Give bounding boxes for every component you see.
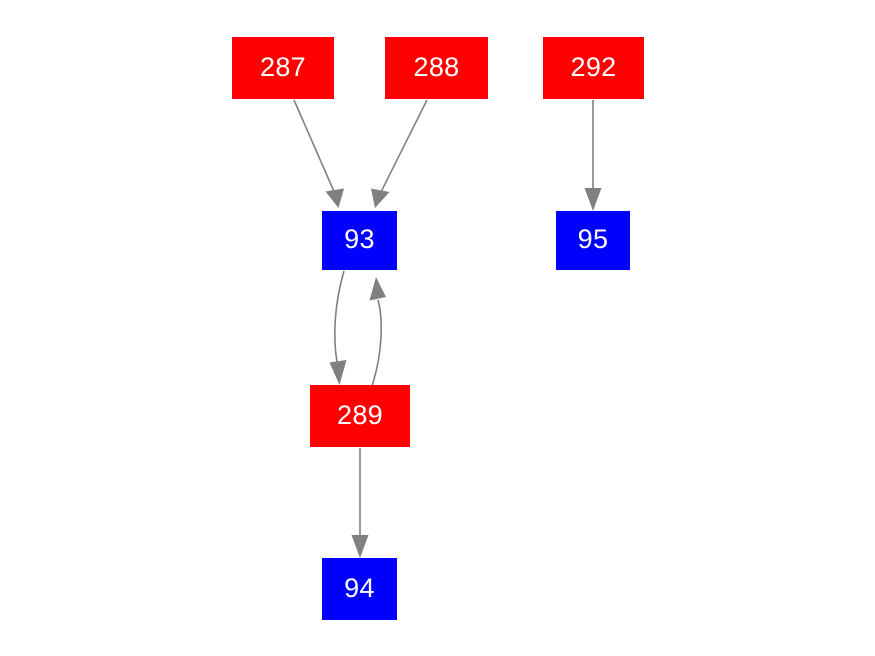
- node-label: 292: [570, 51, 617, 82]
- graph-node-94[interactable]: 94: [322, 558, 397, 620]
- graph-node-287[interactable]: 287: [232, 37, 334, 99]
- edge-93-to-289: [329, 270, 347, 385]
- edge-288-to-93: [371, 99, 428, 208]
- edge-289-to-94: [351, 448, 369, 558]
- edge-292-to-95: [584, 100, 602, 211]
- graph-node-289[interactable]: 289: [310, 385, 410, 447]
- edge-289-to-93: [369, 277, 386, 387]
- graph-node-93[interactable]: 93: [322, 211, 397, 270]
- node-label: 288: [413, 51, 460, 82]
- graph-node-288[interactable]: 288: [385, 37, 488, 99]
- graph-node-95[interactable]: 95: [556, 211, 630, 270]
- node-label: 289: [337, 399, 383, 430]
- node-label: 95: [577, 224, 609, 254]
- edge-287-to-93: [293, 99, 344, 208]
- node-label: 94: [344, 572, 375, 603]
- node-label: 287: [260, 51, 306, 82]
- graph-node-292[interactable]: 292: [543, 37, 644, 99]
- node-label: 93: [344, 224, 375, 254]
